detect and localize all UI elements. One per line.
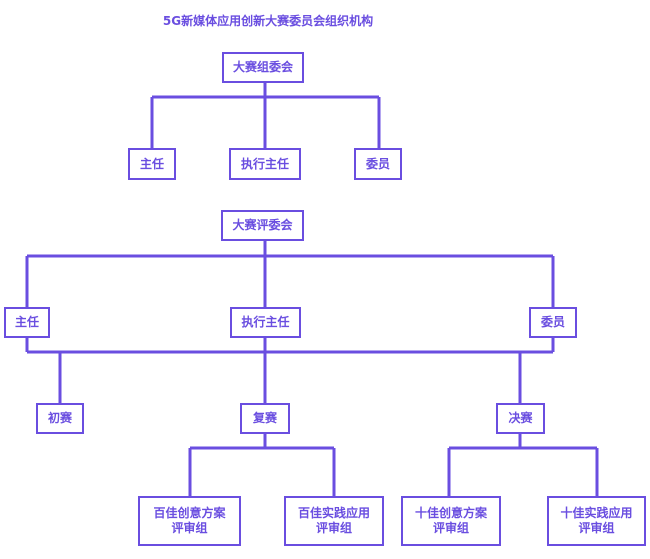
round-node: 复赛	[240, 403, 290, 434]
review-group-line1: 十佳创意方案	[414, 506, 487, 520]
review-group-node: 百佳创意方案 评审组	[138, 496, 241, 546]
jury-root-node: 大赛评委会	[221, 210, 304, 241]
round-label: 初赛	[47, 411, 72, 425]
review-group-line2: 评审组	[315, 521, 352, 535]
review-group-node: 百佳实践应用 评审组	[284, 496, 384, 546]
rounds-connector	[58, 352, 522, 403]
committee-root-node: 大赛组委会	[222, 52, 304, 83]
review-group-line2: 评审组	[578, 521, 615, 535]
committee-member-label: 执行主任	[240, 156, 289, 171]
diagram-title: 5G新媒体应用创新大赛委员会组织机构	[162, 14, 374, 28]
jury-member-node: 主任	[4, 307, 50, 338]
review-group-node: 十佳实践应用 评审组	[547, 496, 646, 546]
review-group-line2: 评审组	[171, 521, 208, 535]
jury-member-label: 执行主任	[241, 315, 290, 329]
review-group-line1: 十佳实践应用	[560, 506, 633, 520]
round-node: 初赛	[36, 403, 84, 434]
jury-member-label: 主任	[14, 315, 39, 329]
committee-member-label: 主任	[139, 156, 164, 171]
round-label: 复赛	[252, 411, 277, 425]
jury-root-label: 大赛评委会	[232, 218, 293, 232]
jury-connector	[25, 241, 555, 307]
review-group-line1: 百佳创意方案	[153, 506, 226, 520]
committee-root-label: 大赛组委会	[232, 60, 293, 74]
review-group-line1: 百佳实践应用	[297, 506, 370, 520]
review-group-line2: 评审组	[432, 521, 469, 535]
fusai-connector	[188, 434, 336, 496]
jury-member-node: 委员	[529, 307, 577, 338]
review-group-node: 十佳创意方案 评审组	[401, 496, 501, 546]
members-bus	[25, 338, 555, 354]
round-node: 决赛	[496, 403, 545, 434]
round-label: 决赛	[508, 411, 533, 425]
committee-member-label: 委员	[365, 156, 390, 171]
committee-member-node: 委员	[354, 148, 402, 180]
juesai-connector	[447, 434, 599, 496]
committee-connector	[150, 83, 381, 150]
jury-member-label: 委员	[540, 315, 565, 329]
committee-member-node: 执行主任	[229, 148, 301, 180]
jury-member-node: 执行主任	[230, 307, 301, 338]
committee-member-node: 主任	[128, 148, 176, 180]
